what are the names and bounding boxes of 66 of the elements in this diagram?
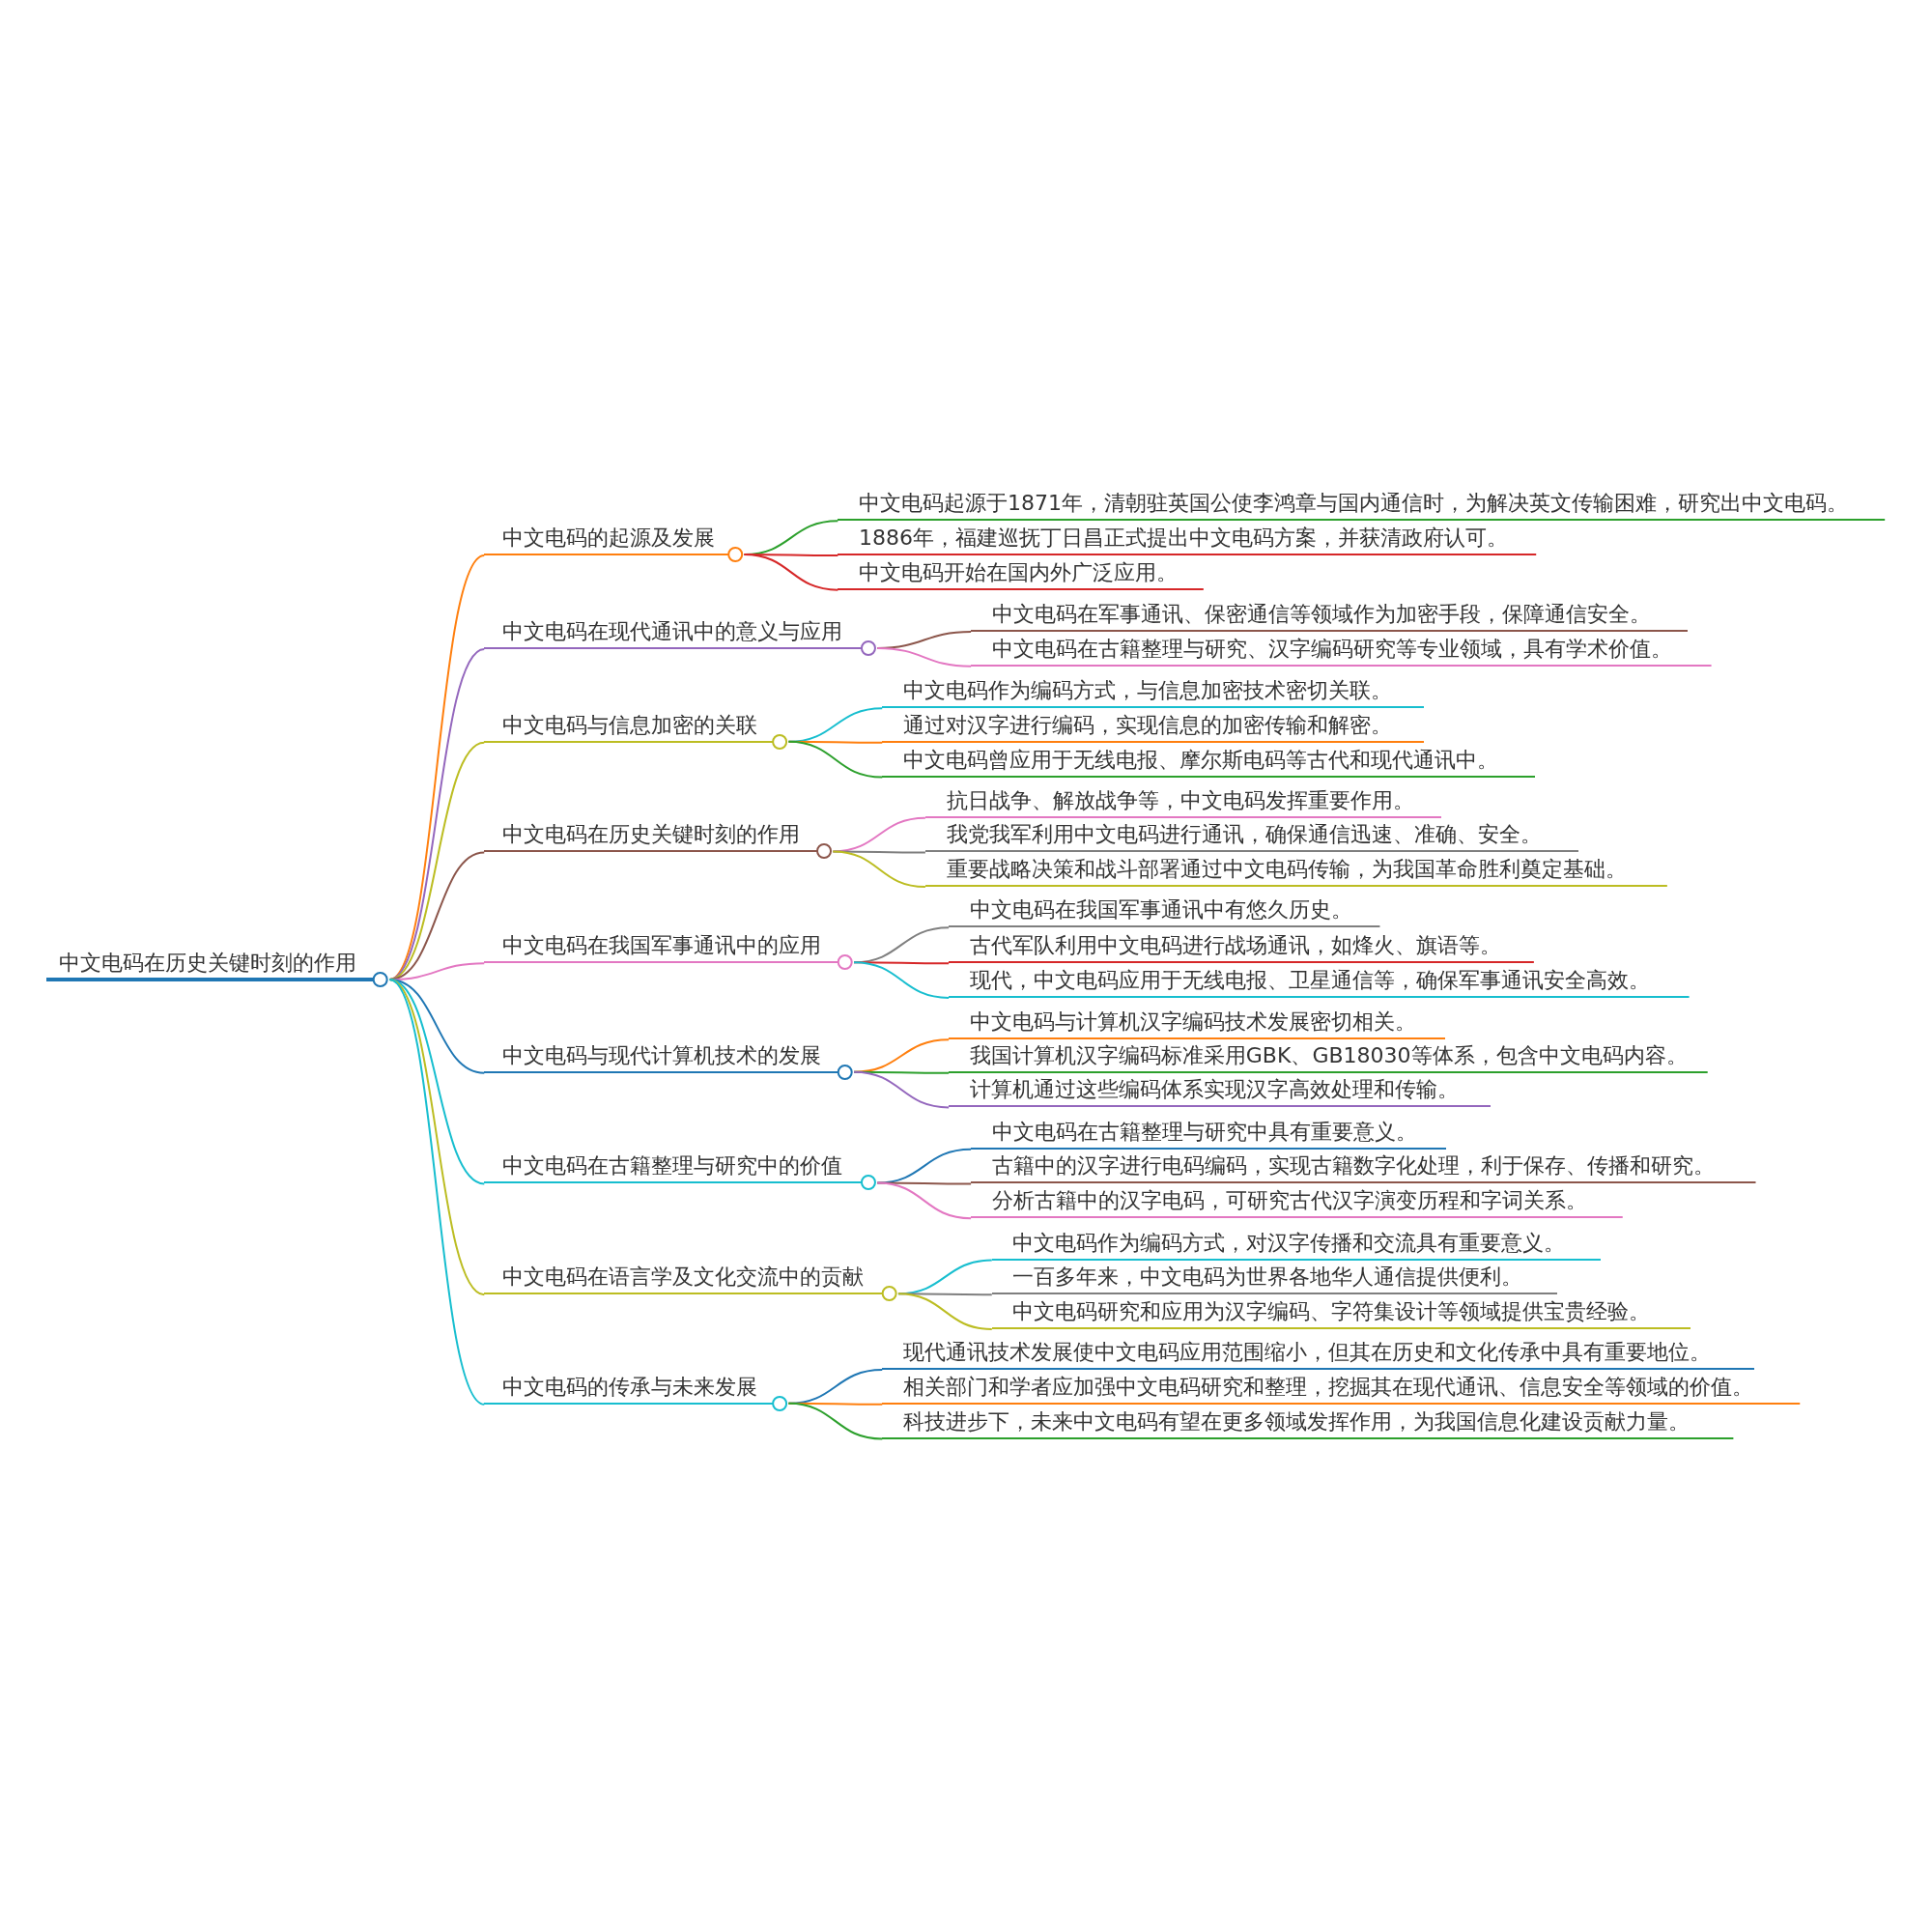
- topic-text: 重要战略决策和战斗部署通过中文电码传输，为我国革命胜利奠定基础。: [946, 856, 1627, 884]
- topic-text: 相关部门和学者应加强中文电码研究和整理，挖掘其在现代通讯、信息安全等领域的价值。: [902, 1373, 1753, 1401]
- branch-connector: [787, 1402, 884, 1440]
- topic-text: 现代，中文电码应用于无线电报、卫星通信等，确保军事通讯安全高效。: [969, 966, 1650, 994]
- central-topic: [46, 949, 390, 988]
- topic-text: 中文电码与现代计算机技术的发展: [502, 1041, 822, 1069]
- topic-text: 中文电码在我国军事通讯中的应用: [502, 932, 822, 960]
- leaf-topic: [971, 600, 1689, 634]
- leaf-topic: [949, 895, 1380, 929]
- leaf-topic: [924, 855, 1667, 889]
- topic-text: 中文电码在古籍整理与研究中的价值: [502, 1152, 843, 1180]
- topic-text: 中文电码在军事通讯、保密通信等领域作为加密手段，保障通信安全。: [991, 601, 1651, 629]
- topic-text: 1886年，福建巡抚丁日昌正式提出中文电码方案，并获清政府认可。: [859, 524, 1508, 552]
- topic-text: 中文电码的传承与未来发展: [502, 1373, 758, 1401]
- branch-connector: [787, 740, 884, 779]
- branch-connector: [896, 1293, 993, 1330]
- branch-connector: [853, 1070, 951, 1109]
- branch-connector: [876, 646, 973, 668]
- leaf-topic: [838, 489, 1886, 523]
- topic-text: 中文电码作为编码方式，与信息加密技术密切关联。: [902, 677, 1392, 705]
- leaf-topic: [949, 931, 1534, 965]
- topic-text: 古籍中的汉字进行电码编码，实现古籍数字化处理，利于保存、传播和研究。: [991, 1152, 1715, 1180]
- topic-text: 中文电码曾应用于无线电报、摩尔斯电码等古代和现代通讯中。: [902, 746, 1498, 774]
- branch-topic: [484, 1263, 898, 1303]
- topic-text: 古代军队利用中文电码进行战场通讯，如烽火、旗语等。: [969, 932, 1501, 960]
- topic-text: 计算机通过这些编码体系实现汉字高效处理和传输。: [969, 1076, 1459, 1104]
- leaf-topic: [991, 1263, 1558, 1296]
- topic-text: 中文电码在语言学及文化交流中的贡献: [502, 1264, 865, 1292]
- topic-text: 通过对汉字进行编码，实现信息的加密传输和解密。: [902, 711, 1392, 739]
- topic-text: 我国计算机汉字编码标准采用GBK、GB18030等体系，包含中文电码内容。: [969, 1041, 1688, 1069]
- leaf-topic: [971, 1186, 1623, 1220]
- leaf-topic: [882, 1338, 1755, 1372]
- leaf-topic: [949, 1075, 1492, 1109]
- topic-text: 中文电码与计算机汉字编码技术发展密切相关。: [969, 1009, 1416, 1037]
- leaf-topic: [971, 1151, 1756, 1185]
- topic-text: 中文电码作为编码方式，对汉字传播和交流具有重要意义。: [1012, 1229, 1566, 1257]
- topic-text: 中文电码在现代通讯中的意义与应用: [502, 617, 843, 645]
- topic-text: 中文电码在古籍整理与研究中具有重要意义。: [991, 1118, 1417, 1146]
- topic-text: 中文电码在历史关键时刻的作用: [502, 821, 801, 849]
- branch-connector: [832, 850, 926, 889]
- topic-text: 一百多年来，中文电码为世界各地华人通信提供便利。: [1012, 1264, 1523, 1292]
- topic-text: 中文电码与信息加密的关联: [502, 711, 758, 739]
- branch-connector: [388, 979, 486, 1406]
- topic-text: 中文电码开始在国内外广泛应用。: [859, 558, 1178, 586]
- branch-topic: [484, 931, 854, 972]
- branch-topic: [484, 1151, 878, 1192]
- topic-text: 中文电码起源于1871年，清朝驻英国公使李鸿章与国内通信时，为解决英文传输困难，研究出中文电码。: [859, 490, 1848, 518]
- leaf-topic: [924, 820, 1578, 854]
- topic-text: 抗日战争、解放战争等，中文电码发挥重要作用。: [946, 786, 1414, 814]
- topic-text: 中文电码在我国军事通讯中有悠久历史。: [969, 896, 1352, 924]
- topic-text: 中文电码的起源及发展: [502, 524, 716, 552]
- branch-topic: [484, 820, 834, 861]
- topic-text: 科技进步下，未来中文电码有望在更多领域发挥作用，为我国信息化建设贡献力量。: [902, 1407, 1690, 1435]
- topic-text: 我党我军利用中文电码进行通讯，确保通信迅速、准确、安全。: [946, 821, 1542, 849]
- leaf-topic: [991, 1297, 1690, 1330]
- topic-text: 现代通讯技术发展使中文电码应用范围缩小，但其在历史和文化传承中具有重要地位。: [902, 1339, 1711, 1367]
- leaf-topic: [949, 1008, 1446, 1041]
- branch-connector: [876, 1181, 973, 1185]
- topic-text: 中文电码研究和应用为汉字编码、字符集设计等领域提供宝贵经验。: [1012, 1298, 1651, 1325]
- topic-text: 中文电码在历史关键时刻的作用: [59, 950, 357, 977]
- branch-connector: [743, 554, 839, 591]
- topic-text: 中文电码在古籍整理与研究、汉字编码研究等专业领域，具有学术价值。: [991, 635, 1672, 663]
- leaf-topic: [882, 676, 1425, 710]
- topic-text: 分析古籍中的汉字电码，可研究古代汉字演变历程和字词关系。: [991, 1187, 1587, 1215]
- branch-connector: [853, 961, 951, 999]
- branch-connector: [876, 1181, 973, 1220]
